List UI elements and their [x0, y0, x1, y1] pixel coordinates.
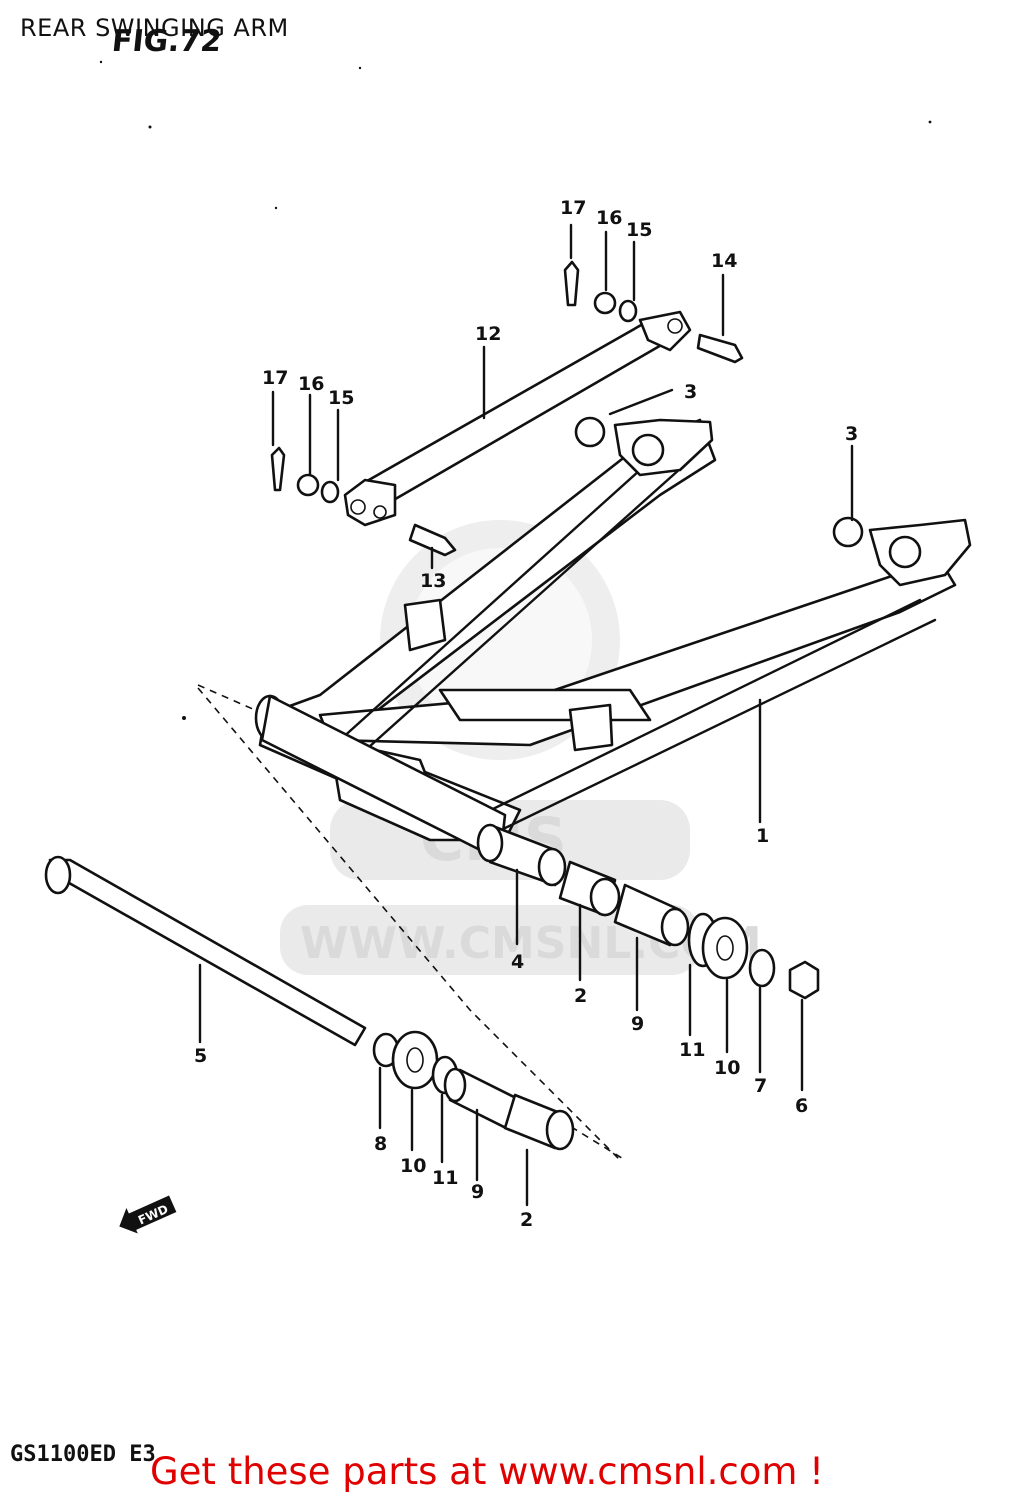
callout-7: 7: [754, 1075, 767, 1097]
callout-9-left: 9: [471, 1181, 484, 1203]
model-code: GS1100ED E3: [10, 1442, 156, 1467]
callout-15-left: 15: [328, 387, 354, 409]
callout-3-top: 3: [684, 381, 697, 403]
callout-14: 14: [711, 250, 737, 272]
callout-16-left: 16: [298, 373, 324, 395]
scan-speckles: [99, 60, 932, 720]
alignment-line-left: [197, 684, 256, 711]
leader-lines: [198, 223, 854, 1207]
callout-numbers: 17 16 15 14 12 3 3 17 16 15 13 1 4 2 9 1…: [194, 197, 858, 1231]
parts-shop-link[interactable]: Get these parts at www.cmsnl.com !: [150, 1450, 825, 1493]
callout-11-right: 11: [679, 1039, 705, 1061]
callout-15-top: 15: [626, 219, 652, 241]
pivot-stack-left: [372, 1030, 575, 1151]
pivot-shaft: [44, 855, 367, 1047]
callout-2-right: 2: [574, 985, 587, 1007]
callout-9-right: 9: [631, 1013, 644, 1035]
callout-17-top: 17: [560, 197, 586, 219]
alignment-line-diagonal: [197, 687, 621, 1161]
callout-11-left: 11: [432, 1167, 458, 1189]
callout-17-left: 17: [262, 367, 288, 389]
callout-8: 8: [374, 1133, 387, 1155]
callout-5: 5: [194, 1045, 207, 1067]
callout-4: 4: [511, 951, 524, 973]
callout-2-left: 2: [520, 1209, 533, 1231]
page-title: REAR SWINGING ARM: [20, 14, 289, 42]
callout-10-right: 10: [714, 1057, 740, 1079]
callout-16-top: 16: [596, 207, 622, 229]
callout-13: 13: [420, 570, 446, 592]
pivot-stack-right: [476, 823, 820, 1000]
callout-10-left: 10: [400, 1155, 426, 1177]
swing-arm: [254, 418, 972, 862]
callout-12: 12: [475, 323, 501, 345]
callout-1: 1: [756, 825, 769, 847]
forward-direction-badge: FWD: [119, 1195, 177, 1234]
callout-6: 6: [795, 1095, 808, 1117]
callout-3-right: 3: [845, 423, 858, 445]
torque-link: [270, 260, 864, 557]
